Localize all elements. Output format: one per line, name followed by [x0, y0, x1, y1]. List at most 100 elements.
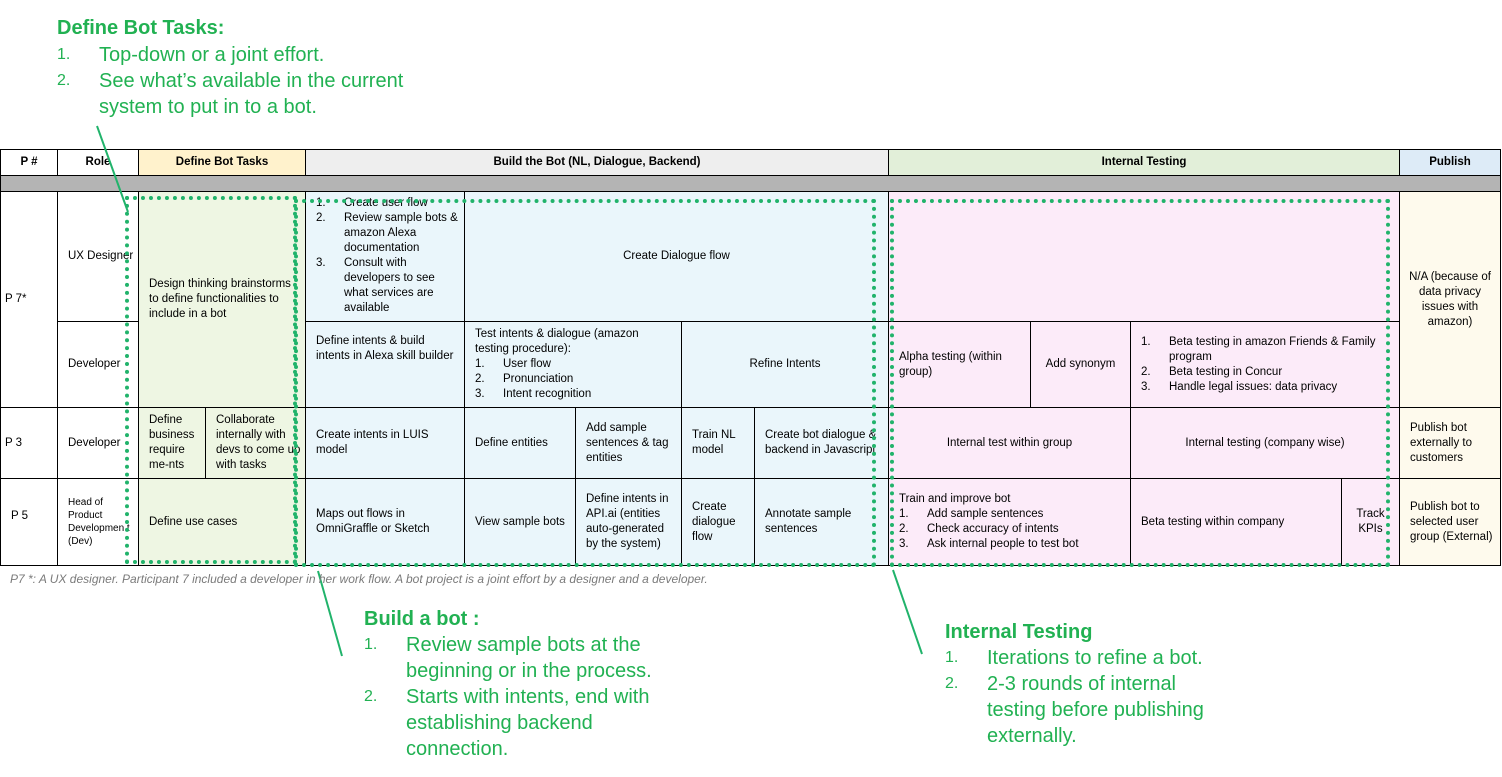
p7-publish: N/A (because of data privacy issues with… — [1399, 191, 1501, 408]
list-item: 3. Consult with developers to see what se… — [316, 256, 460, 316]
list-item: 3. Handle legal issues: data privacy — [1141, 380, 1395, 395]
p5-maps-out-flows: Maps out flows in OmniGraffle or Sketch — [305, 478, 465, 566]
header-internal-testing: Internal Testing — [888, 149, 1400, 176]
list-item: 1. Add sample sentences — [899, 507, 1079, 522]
p5-create-dialogue-flow: Create dialogue flow — [681, 478, 755, 566]
item-number: 3. — [1141, 380, 1151, 393]
p3-add-sample-sentences: Add sample sentences & tag entities — [575, 407, 682, 479]
item-text: Review sample bots & amazon Alexa docume… — [344, 212, 458, 254]
build-annotation-item: 2. Starts with intents, end with establi… — [364, 684, 694, 762]
item-number: 1. — [364, 636, 378, 653]
p5-beta-testing-company: Beta testing within company — [1130, 478, 1342, 566]
list-item: 2. Beta testing in Concur — [1141, 365, 1395, 380]
item-text: Beta testing in Concur — [1169, 365, 1283, 378]
p5-define-use-cases: Define use cases — [138, 478, 306, 566]
item-text: User flow — [503, 358, 551, 370]
p3-create-bot-dialogue: Create bot dialogue & backend in Javascr… — [754, 407, 889, 479]
define-annotation-list: 1. Top-down or a joint effort. 2. See wh… — [57, 42, 457, 120]
item-text: Pronunciation — [503, 373, 574, 385]
p5-annotate-sample-sentences: Annotate sample sentences — [754, 478, 889, 566]
p5-train-and-improve: Train and improve bot 1. Add sample sente… — [888, 478, 1131, 566]
p3-internal-testing-company: Internal testing (company wise) — [1130, 407, 1400, 479]
item-number: 1. — [899, 508, 909, 520]
p5-track-kpis: Track KPIs — [1341, 478, 1400, 566]
item-text: Consult with developers to see what serv… — [344, 257, 435, 314]
build-annotation-title: Build a bot : — [364, 608, 480, 630]
p3-label: P 3 — [0, 407, 58, 479]
list-item: 2.Review sample bots & amazon Alexa docu… — [316, 211, 460, 256]
list-item: 1. User flow — [475, 357, 591, 372]
p3-define-entities: Define entities — [464, 407, 576, 479]
test-intro: Test intents & dialogue (amazon testing … — [475, 328, 639, 355]
p5-define-intents-apiai: Define intents in API.ai (entities auto-… — [575, 478, 682, 566]
p7-developer-role: Developer — [57, 321, 139, 408]
p7-beta-testing-list: 1. Beta testing in amazon Friends & Famil… — [1130, 321, 1400, 408]
define-annotation-title: Define Bot Tasks: — [57, 17, 225, 39]
item-text: Beta testing in amazon Friends & Family … — [1169, 335, 1376, 363]
item-number: 2. — [899, 523, 909, 535]
testing-annotation-item: 1. Iterations to refine a bot. — [945, 645, 1245, 671]
gray-separator-row — [0, 175, 1501, 192]
item-number: 3. — [316, 257, 326, 269]
item-number: 1. — [316, 197, 326, 209]
train-intro: Train and improve bot — [899, 493, 1011, 505]
p3-create-intents-luis: Create intents in LUIS model — [305, 407, 465, 479]
p5-label: P 5 — [0, 478, 58, 566]
item-number: 1. — [1141, 335, 1151, 348]
item-text: See what’s available in the current syst… — [99, 70, 404, 118]
p7-add-synonym: Add synonym — [1030, 321, 1131, 408]
p7-dev-test-intents: Test intents & dialogue (amazon testing … — [464, 321, 682, 408]
item-text: 2-3 rounds of internal testing before pu… — [987, 673, 1204, 747]
header-build-the-bot: Build the Bot (NL, Dialogue, Backend) — [305, 149, 889, 176]
define-annotation-item: 2. See what’s available in the current s… — [57, 68, 457, 120]
testing-annotation-title: Internal Testing — [945, 621, 1093, 643]
p7-ux-build-list: 1. Create user flow 2.Review sample bots … — [305, 191, 465, 322]
header-p-number: P # — [0, 149, 58, 176]
p7-dev-define-intents: Define intents & build intents in Alexa … — [305, 321, 465, 408]
item-number: 2. — [57, 72, 71, 89]
list-item: 1. Beta testing in amazon Friends & Famil… — [1141, 335, 1395, 365]
testing-annotation-list: 1. Iterations to refine a bot. 2. 2-3 ro… — [945, 645, 1245, 749]
item-number: 3. — [475, 388, 485, 400]
item-text: Intent recognition — [503, 388, 592, 400]
item-number: 2. — [945, 675, 959, 692]
item-text: Review sample bots at the beginning or i… — [406, 634, 652, 682]
header-role: Role — [57, 149, 139, 176]
item-number: 3. — [899, 538, 909, 550]
p7-label: P 7* — [0, 191, 58, 408]
p5-role: Head of Product Developmen t (Dev) — [57, 478, 139, 566]
p3-publish: Publish bot externally to customers — [1399, 407, 1501, 479]
item-number: 2. — [475, 373, 485, 385]
item-text: Create user flow — [344, 197, 428, 209]
build-annotation-item: 1. Review sample bots at the beginning o… — [364, 632, 694, 684]
item-number: 2. — [1141, 365, 1151, 378]
list-item: 2. Check accuracy of intents — [899, 522, 1079, 537]
p7-ux-testing-empty — [888, 191, 1400, 322]
item-number: 2. — [364, 688, 378, 705]
footnote: P7 *: A UX designer. Participant 7 inclu… — [10, 572, 708, 586]
item-text: Check accuracy of intents — [927, 523, 1059, 535]
p7-alpha-testing: Alpha testing (within group) — [888, 321, 1031, 408]
testing-annotation-item: 2. 2-3 rounds of internal testing before… — [945, 671, 1245, 749]
item-text: Starts with intents, end with establishi… — [406, 686, 650, 760]
list-item: 1. Create user flow — [316, 196, 460, 211]
item-number: 1. — [945, 649, 959, 666]
p7-refine-intents: Refine Intents — [681, 321, 889, 408]
p3-define-requirements: Define business require me-nts — [138, 407, 206, 479]
p3-train-nl-model: Train NL model — [681, 407, 755, 479]
item-text: Add sample sentences — [927, 508, 1044, 520]
item-number: 1. — [475, 358, 485, 370]
p5-publish: Publish bot to selected user group (Exte… — [1399, 478, 1501, 566]
build-annotation-list: 1. Review sample bots at the beginning o… — [364, 632, 694, 762]
header-define-bot-tasks: Define Bot Tasks — [138, 149, 306, 176]
list-item: 3. Intent recognition — [475, 387, 591, 402]
p5-view-sample-bots: View sample bots — [464, 478, 576, 566]
header-publish: Publish — [1399, 149, 1501, 176]
item-text: Ask internal people to test bot — [927, 538, 1079, 550]
define-annotation-item: 1. Top-down or a joint effort. — [57, 42, 457, 68]
p3-collaborate-internally: Collaborate internally with devs to come… — [205, 407, 306, 479]
item-text: Top-down or a joint effort. — [99, 44, 325, 66]
item-text: Handle legal issues: data privacy — [1169, 380, 1338, 393]
p7-define-tasks: Design thinking brainstorms to define fu… — [138, 191, 306, 408]
p7-create-dialogue-flow: Create Dialogue flow — [464, 191, 889, 322]
